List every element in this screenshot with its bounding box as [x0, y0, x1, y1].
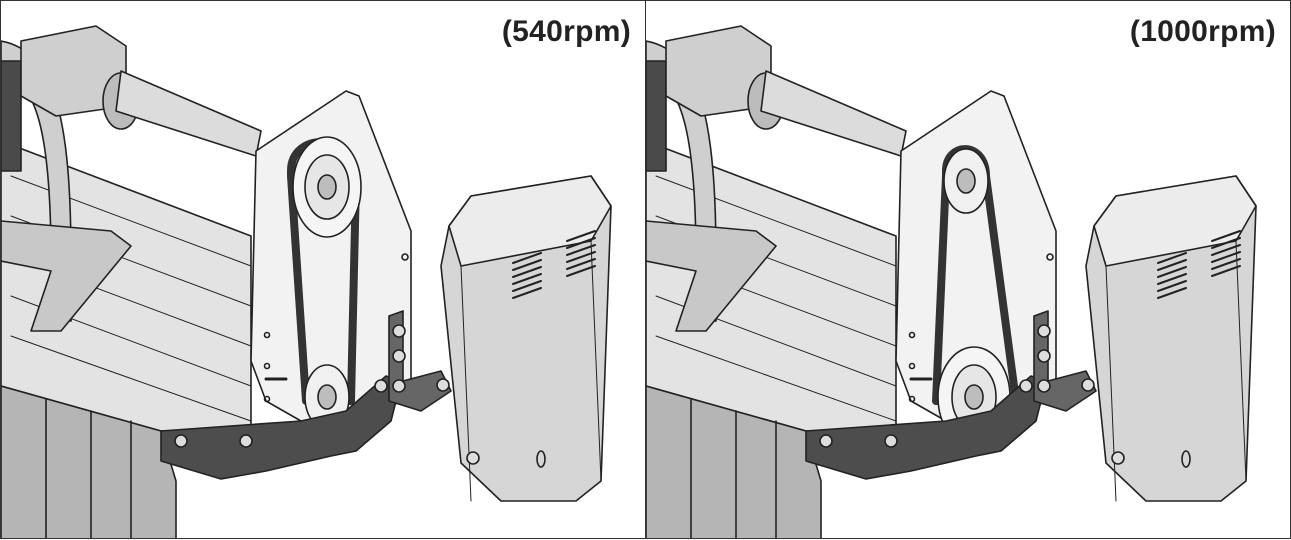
speed-label-1000: (1000rpm) — [1129, 15, 1276, 48]
panel-540rpm: (540rpm) — [0, 0, 646, 539]
panel-1000rpm: (1000rpm) — [645, 0, 1291, 539]
speed-label-540: (540rpm) — [501, 15, 631, 48]
machine-illustration-1000 — [646, 25, 1257, 538]
machine-illustration-540 — [1, 25, 612, 538]
